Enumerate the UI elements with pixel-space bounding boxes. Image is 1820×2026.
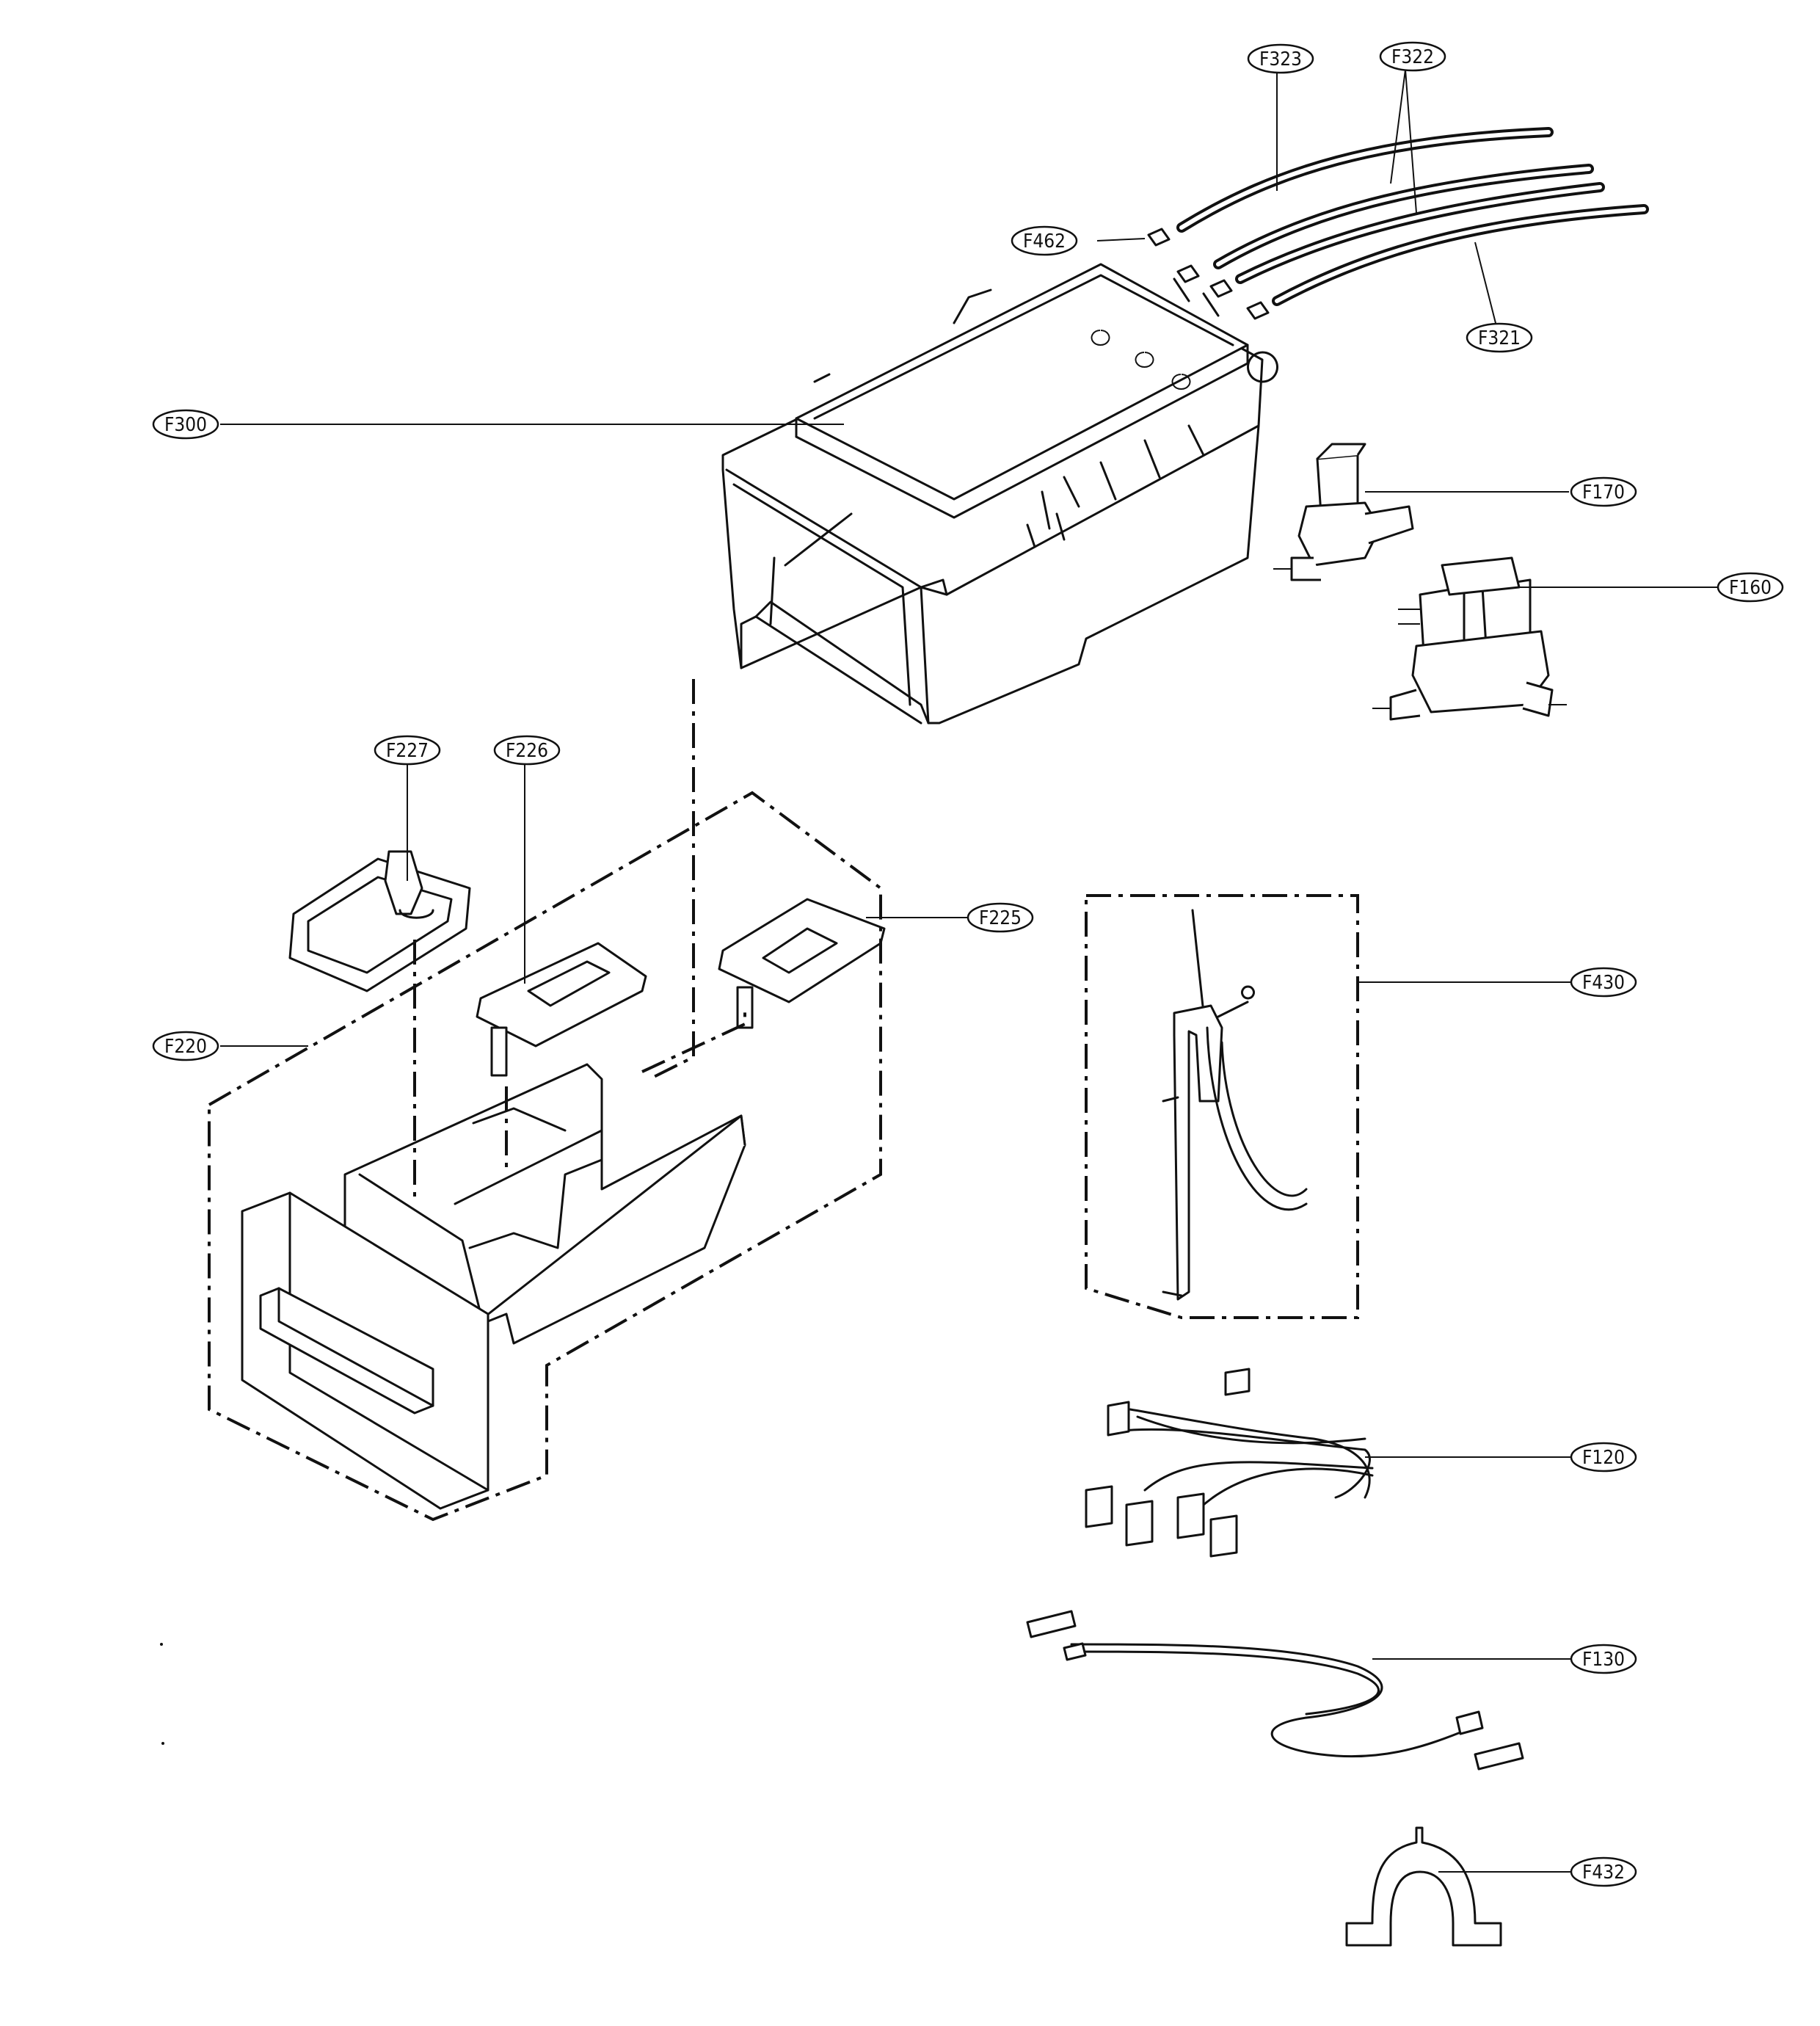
callout-F321: F321 [1466,322,1533,353]
callout-F220: F220 [152,1031,219,1061]
callout-label: F220 [164,1036,207,1058]
callout-label: F430 [1582,972,1625,994]
softener-cover [718,898,886,1029]
siphon-cap [288,850,471,992]
dispenser-housing [721,263,1278,725]
stray-dot [161,1742,164,1745]
callout-F225: F225 [967,902,1034,933]
double-water-valve [1372,556,1567,721]
callout-label: F130 [1582,1649,1625,1671]
callout-label: F160 [1729,577,1772,599]
callout-F227: F227 [374,735,441,766]
callout-F130: F130 [1570,1644,1637,1674]
callout-label: F323 [1259,48,1302,70]
callout-label: F321 [1478,327,1521,349]
wire-harness [1085,1368,1374,1558]
leader-lines [220,69,1717,1873]
callout-label: F462 [1023,230,1066,253]
callout-label: F227 [386,740,429,762]
cable-assembly [1026,1610,1524,1771]
assembly-outlines [208,679,1359,1522]
drain-hose-assembly [1162,909,1308,1301]
callout-label: F432 [1582,1862,1625,1884]
callout-label: F300 [164,414,207,436]
callout-F430: F430 [1570,967,1637,998]
detergent-cover [476,942,647,1077]
hose-clamps [1147,228,1270,320]
callout-label: F120 [1582,1447,1625,1469]
callout-F300: F300 [152,409,219,440]
callout-F323: F323 [1247,43,1314,74]
hose-guide [1345,1826,1502,1947]
callout-F170: F170 [1570,476,1637,507]
callout-F120: F120 [1570,1442,1637,1473]
callout-F432: F432 [1570,1856,1637,1887]
stray-dot [160,1643,163,1646]
single-water-valve [1273,443,1414,581]
callout-label: F322 [1391,46,1434,68]
callout-label: F170 [1582,482,1625,504]
callout-F462: F462 [1011,225,1078,256]
detergent-drawer [241,1063,746,1510]
callout-F226: F226 [493,735,561,766]
callout-label: F225 [979,907,1022,929]
callout-label: F226 [506,740,548,762]
callout-F160: F160 [1717,572,1784,603]
inlet-hoses [1176,127,1649,306]
callout-F322: F322 [1379,41,1446,72]
